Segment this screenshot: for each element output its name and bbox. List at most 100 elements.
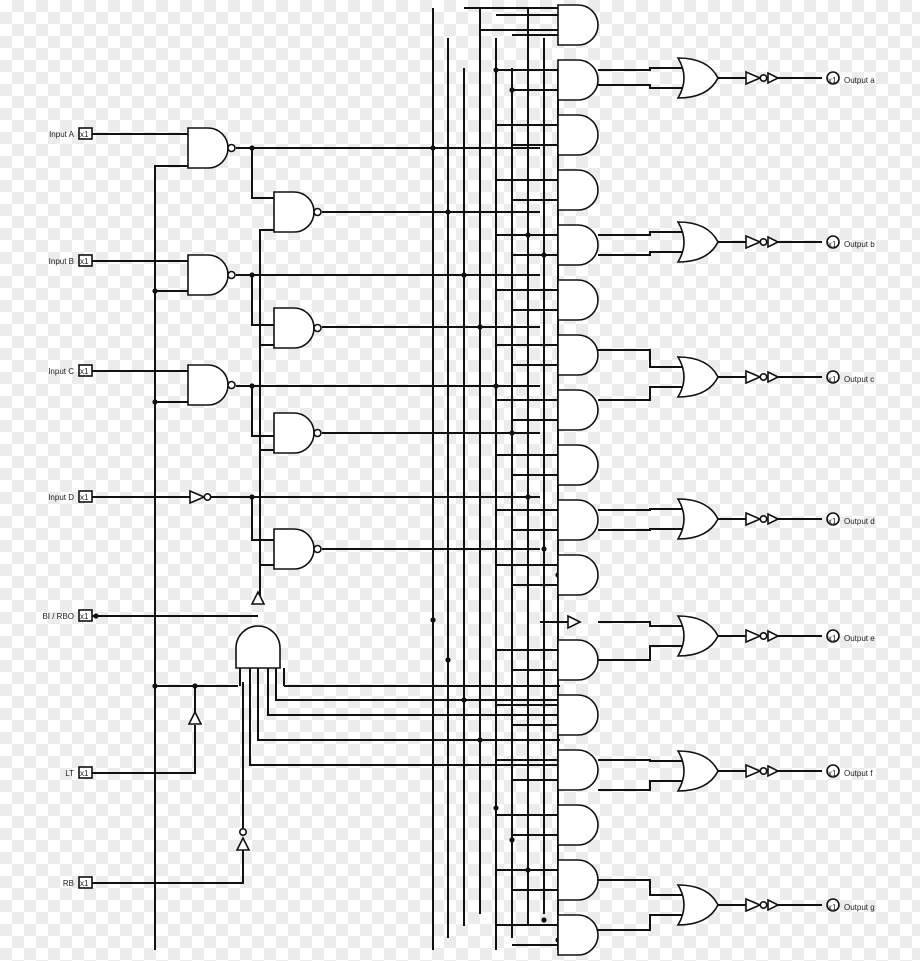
decoder-and-gate	[557, 554, 599, 596]
output-pin-e[interactable]: x1	[828, 634, 837, 643]
input-pin-rb[interactable]: x1	[80, 879, 89, 888]
inverter-bubble	[759, 372, 768, 381]
decoder-and-gate	[557, 444, 599, 486]
or-gate-output	[676, 498, 719, 540]
wire	[251, 148, 274, 199]
junction-dot	[249, 494, 255, 500]
buffer-lt	[187, 710, 203, 725]
input-pin-box	[78, 364, 93, 377]
output-label-e: Output e	[844, 634, 875, 643]
decoder-and-gate	[557, 4, 599, 46]
not-gate-output	[745, 234, 763, 250]
wire	[92, 850, 244, 884]
inverter-bubble	[313, 323, 322, 333]
not-gate-output	[745, 763, 763, 779]
output-pin-circle	[826, 629, 840, 643]
input-pin-box	[78, 254, 93, 267]
or-gate-output	[676, 884, 719, 926]
input-pin-d[interactable]: x1	[80, 493, 89, 502]
input-label-rb: RB	[63, 879, 74, 888]
inverter-bubble	[759, 74, 768, 83]
wire	[251, 275, 274, 326]
junction-dot	[249, 145, 255, 151]
junction-dot	[493, 67, 499, 73]
decoder-and-gate	[557, 914, 599, 956]
wire	[598, 386, 684, 401]
input-pin-b[interactable]: x1	[80, 257, 89, 266]
input-label-lt: LT	[65, 769, 74, 778]
inverter-bubble	[227, 270, 236, 280]
input-label-bi-rbo: BI / RBO	[42, 612, 74, 621]
gates	[78, 4, 840, 956]
decoder-and-gate	[557, 859, 599, 901]
wire	[598, 84, 684, 89]
junction-dot	[152, 683, 158, 689]
input-pins: Input A Input B Input C Input D BI / RBO…	[42, 130, 89, 888]
input-pin-c[interactable]: x1	[80, 367, 89, 376]
output-pin-b[interactable]: x1	[828, 240, 837, 249]
output-pin-circle	[826, 71, 840, 85]
output-pin-a[interactable]: x1	[828, 76, 837, 85]
output-pin-d[interactable]: x1	[828, 517, 837, 526]
junction-dot	[152, 288, 158, 294]
and-gate-bi	[235, 625, 281, 669]
junction-dot	[93, 613, 99, 619]
output-pin-circle	[826, 512, 840, 526]
nand-gate-d2	[273, 528, 315, 570]
decoder-and-gate	[557, 224, 599, 266]
or-gate-output	[676, 750, 719, 792]
input-pin-box	[78, 490, 93, 503]
wire	[598, 349, 684, 368]
junction-dot	[525, 494, 531, 500]
inverter-bubble	[313, 544, 322, 554]
decoder-and-gate	[557, 804, 599, 846]
junction-dot	[152, 399, 158, 405]
output-pin-g[interactable]: x1	[828, 903, 837, 912]
inverter-bubble	[759, 238, 768, 247]
inverter-bubble	[203, 492, 212, 501]
junction-dot	[493, 805, 499, 811]
inverter-bubble	[239, 827, 248, 836]
nand-gate-c2	[273, 412, 315, 454]
wire	[598, 528, 684, 531]
junction-dot	[430, 145, 436, 151]
junction-dot	[525, 232, 531, 238]
decoder-and-gate	[557, 279, 599, 321]
junction-dot	[541, 252, 547, 258]
output-pin-f[interactable]: x1	[828, 769, 837, 778]
input-label-b: Input B	[49, 257, 74, 266]
wire	[259, 229, 274, 600]
output-pin-c[interactable]: x1	[828, 375, 837, 384]
buffer-e	[567, 614, 582, 630]
input-label-c: Input C	[48, 367, 74, 376]
junction-dot	[541, 546, 547, 552]
output-pins: x1 x1 x1 x1 x1 x1 x1 Output a Output b O…	[828, 76, 875, 912]
junction-dot	[461, 272, 467, 278]
nand-gate-b2	[273, 307, 315, 349]
wire	[598, 759, 684, 762]
decoder-and-gate	[557, 334, 599, 376]
input-pin-lt[interactable]: x1	[80, 769, 89, 778]
junction-dot	[445, 209, 451, 215]
junction-dot	[541, 917, 547, 923]
input-pin-box	[78, 876, 93, 889]
inverter-bubble	[227, 380, 236, 390]
junction-dot	[525, 867, 531, 873]
input-pin-bi-rbo[interactable]: x1	[80, 612, 89, 621]
wire	[598, 914, 684, 931]
buffer-output	[767, 764, 780, 778]
wire	[154, 165, 190, 950]
junction-dot	[477, 737, 483, 743]
output-label-g: Output g	[844, 903, 875, 912]
junction-dot	[430, 617, 436, 623]
junction-dot	[493, 383, 499, 389]
junction-dot	[192, 683, 198, 689]
decoder-and-gate	[557, 389, 599, 431]
buffer-output	[767, 370, 780, 384]
junction-dot	[509, 430, 515, 436]
output-label-a: Output a	[844, 76, 875, 85]
nand-gate-a2	[273, 191, 315, 233]
input-pin-a[interactable]: x1	[80, 130, 89, 139]
junction-dot	[509, 87, 515, 93]
